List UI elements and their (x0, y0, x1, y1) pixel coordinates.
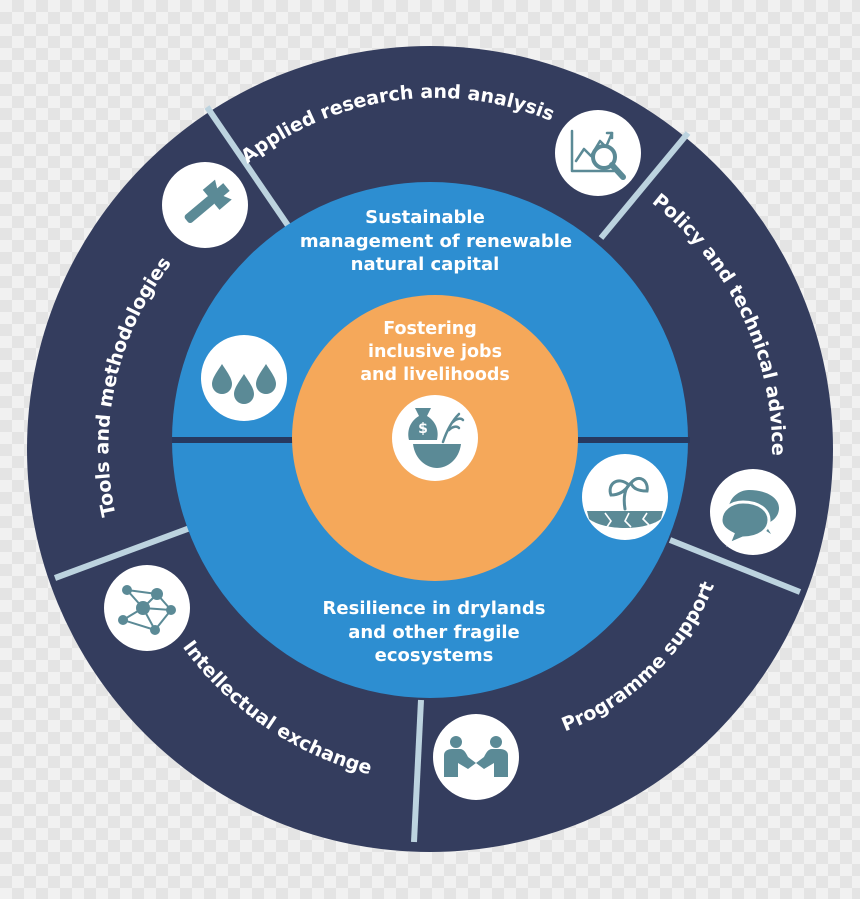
handshake-icon-bg (433, 714, 519, 800)
divider-policy-programme (668, 537, 802, 595)
network-edge-8 (122, 619, 156, 631)
middle-top-line-1: Sustainable (365, 207, 485, 228)
person-right-body (476, 749, 508, 777)
wheat-grain-2 (451, 417, 465, 424)
middle-bottom-line-2: and other fragile (348, 622, 520, 643)
sprout-leaf-right (629, 477, 649, 493)
divider-intellectual-tools (53, 525, 192, 581)
wrench-icon (162, 162, 248, 248)
speech-bubble-front (719, 500, 771, 547)
divider-tools-applied (204, 105, 292, 229)
network-node-3 (136, 601, 150, 615)
water-drops-icon (201, 335, 287, 421)
middle-top-line-3: natural capital (351, 254, 500, 275)
soil-crack-2 (624, 512, 632, 528)
middle-bottom-line-3: ecosystems (375, 645, 494, 666)
money-bag-bowl-icon: $ (392, 395, 478, 481)
chart-magnifier-icon (555, 110, 641, 196)
network-node-6 (150, 625, 160, 635)
wheat-stalk (441, 412, 461, 444)
water-drop-right (256, 364, 276, 394)
divider-programme-intellectual (411, 699, 424, 843)
core-line-1: Fostering (383, 319, 477, 339)
chart-axes (570, 129, 616, 173)
core-line-3: and livelihoods (360, 365, 510, 385)
water-drop-middle (234, 374, 254, 404)
network-node-5 (118, 615, 128, 625)
core-line-2: inclusive jobs (368, 342, 502, 362)
soil-crack-1 (604, 512, 612, 528)
magnifier-lens (591, 144, 617, 170)
middle-top-label: Sustainable management of renewable natu… (300, 207, 572, 275)
sprout-leaf-left (608, 479, 631, 497)
money-bag-dollar-sign: $ (418, 421, 428, 437)
handshake-icon (433, 714, 519, 800)
wrench-head (202, 179, 232, 210)
person-left-body (444, 749, 476, 777)
speech-bubbles-icon (710, 469, 796, 555)
middle-bottom-label: Resilience in drylands and other fragile… (323, 598, 546, 666)
money-bag (408, 408, 438, 440)
magnifier-handle (609, 162, 626, 180)
dryland-sprout-icon (582, 454, 668, 540)
middle-top-line-2: management of renewable (300, 231, 572, 252)
network-node-2 (151, 588, 163, 600)
chart-arrow-head (605, 131, 614, 140)
outer-ring-dividers (53, 105, 802, 843)
network-node-1 (122, 585, 132, 595)
bowl (413, 444, 461, 468)
person-right-head (490, 736, 502, 748)
network-node-4 (166, 605, 176, 615)
core-label: Fostering inclusive jobs and livelihoods (360, 319, 510, 385)
water-drop-left (212, 364, 232, 394)
network-icon (104, 565, 190, 651)
soil-crack-3 (641, 512, 650, 526)
divider-applied-policy (598, 131, 691, 240)
wheat-grain-1 (447, 425, 461, 432)
person-left-head (450, 736, 462, 748)
wrench-handle (184, 195, 215, 224)
middle-bottom-line-1: Resilience in drylands (323, 598, 546, 619)
